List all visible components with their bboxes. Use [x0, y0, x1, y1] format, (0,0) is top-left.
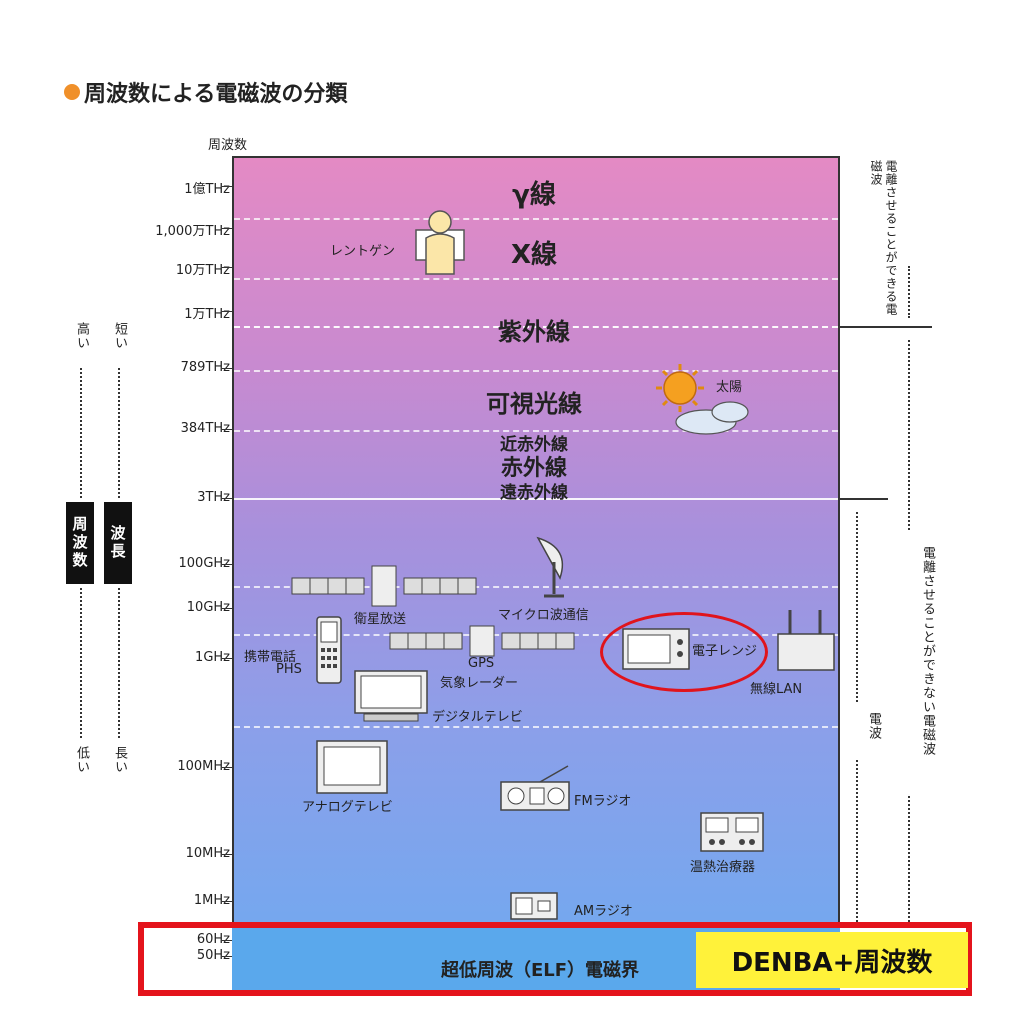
mobile-label: 携帯電話: [244, 650, 297, 665]
tick-mark: [222, 956, 232, 957]
dotted-arrow-line: [908, 266, 910, 318]
dotted-arrow-line: [118, 588, 120, 738]
digital-tv-label: デジタルテレビ: [432, 710, 523, 725]
axis-title: 周波数: [208, 138, 248, 153]
band-visible: 可視光線: [486, 390, 582, 418]
title-text: 周波数による電磁波の分類: [84, 82, 348, 107]
separator-line: [234, 586, 838, 588]
xray-person-icon: [415, 210, 465, 275]
low-label: 低い: [74, 746, 89, 774]
ionizing-label: 電離させることができる電磁波: [869, 160, 898, 316]
radio-wave-label: 電波: [866, 712, 881, 740]
wireless-lan-label: 無線LAN: [750, 682, 803, 697]
wavelength-box: 波長: [104, 502, 132, 584]
satellite-label: 衛星放送: [354, 612, 407, 627]
weather-radar-label: 気象レーダー: [440, 676, 519, 691]
fm-radio-icon: [500, 765, 570, 811]
band-xray: X線: [510, 240, 558, 270]
bullet-icon: [64, 84, 80, 100]
denba-frequency-label: DENBA+周波数: [696, 932, 968, 988]
short-label: 短い: [112, 322, 127, 350]
ir-boundary-line: [234, 498, 838, 500]
tick-label: 384THz: [180, 421, 230, 436]
tick-mark: [222, 267, 232, 268]
elf-highlight-box: [138, 922, 972, 996]
uv-boundary-line: [234, 326, 838, 328]
satellite-icon: [291, 565, 477, 607]
non-ionizing-label: 電離させることができない電磁波: [920, 546, 935, 756]
tick-mark: [222, 186, 232, 187]
dotted-arrow-line: [908, 796, 910, 922]
analog-tv-icon: [316, 740, 388, 794]
frequency-box: 周波数: [66, 502, 94, 584]
tick-mark: [222, 564, 232, 565]
separator-line: [234, 430, 838, 432]
gps-label: GPS: [468, 656, 495, 671]
tick-label: 1億THz: [184, 182, 230, 197]
tick-mark: [222, 658, 232, 659]
tick-mark: [222, 429, 232, 430]
band-far-ir: 遠赤外線: [500, 483, 568, 503]
long-label: 長い: [112, 746, 127, 774]
microwave-highlight-ellipse: [600, 612, 768, 692]
thermal-device-icon: [700, 812, 764, 852]
thermal-device-label: 温熱治療器: [690, 860, 756, 875]
tick-label: 100GHz: [178, 556, 231, 571]
tick-mark: [222, 608, 232, 609]
separator-line: [234, 278, 838, 280]
tick-label: 10MHz: [185, 846, 230, 861]
mobile-phone-icon: [316, 616, 342, 684]
tick-mark: [222, 311, 232, 312]
microwave-comm-label: マイクロ波通信: [498, 608, 589, 623]
separator-line: [234, 370, 838, 372]
band-elf: 超低周波（ELF）電磁界: [440, 960, 640, 981]
dotted-arrow-line: [80, 588, 82, 738]
band-ir: 赤外線: [500, 456, 568, 481]
tick-label: 3THz: [197, 490, 230, 505]
tick-mark: [222, 854, 232, 855]
dotted-arrow-line: [856, 760, 858, 922]
xray-label: レントゲン: [330, 244, 396, 259]
tick-label: 1,000万THz: [155, 224, 230, 239]
gps-satellite-icon: [389, 625, 575, 657]
fm-radio-label: FMラジオ: [574, 794, 632, 809]
router-icon: [777, 610, 835, 671]
phs-label: PHS: [276, 662, 302, 677]
tick-label: 10GHz: [186, 600, 230, 615]
tick-mark: [222, 940, 232, 941]
band-near-ir: 近赤外線: [500, 435, 568, 455]
high-label: 高い: [74, 322, 89, 350]
tick-label: 1万THz: [184, 307, 230, 322]
dotted-arrow-line: [856, 512, 858, 702]
separator-line: [234, 726, 838, 728]
page-title: 周波数による電磁波の分類: [64, 76, 347, 108]
tick-label: 60Hz: [196, 932, 230, 947]
dotted-arrow-line: [80, 368, 82, 498]
separator-line: [234, 218, 838, 220]
tick-label: 789THz: [180, 360, 230, 375]
tick-mark: [222, 228, 232, 229]
tick-mark: [222, 767, 232, 768]
sun-icon: [656, 364, 749, 435]
tick-mark: [222, 498, 232, 499]
tick-mark: [222, 368, 232, 369]
sun-label: 太陽: [716, 380, 743, 395]
band-uv: 紫外線: [498, 318, 570, 346]
tick-mark: [222, 901, 232, 902]
band-gamma: γ線: [512, 180, 556, 210]
ionizing-boundary-line: [840, 326, 932, 328]
dotted-arrow-line: [908, 340, 910, 530]
tick-label: 1MHz: [193, 893, 230, 908]
analog-tv-label: アナログテレビ: [302, 800, 393, 815]
dotted-arrow-line: [118, 368, 120, 498]
digital-tv-icon: [354, 670, 428, 722]
am-radio-icon: [510, 892, 558, 920]
tick-label: 50Hz: [196, 948, 230, 963]
tick-label: 100MHz: [177, 759, 230, 774]
am-radio-label: AMラジオ: [574, 904, 633, 919]
tick-label: 1GHz: [195, 650, 230, 665]
antenna-icon: [536, 536, 564, 598]
radio-boundary-line: [840, 498, 888, 500]
tick-label: 10万THz: [175, 263, 230, 278]
